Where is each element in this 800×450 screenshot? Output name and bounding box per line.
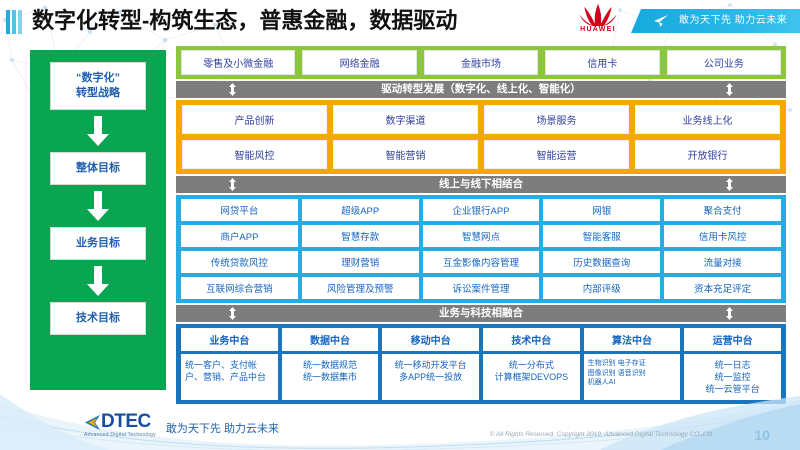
application-cell[interactable]: 企业银行APP <box>422 199 540 221</box>
down-arrow-icon-3 <box>87 266 109 296</box>
midend-column-body: 统一移动开发平台 多APP统一投放 <box>382 354 479 400</box>
midend-column-data[interactable]: 数据中台 统一数据规范 统一数据集市 <box>281 328 379 400</box>
up-down-arrow-icon <box>229 83 236 96</box>
application-cell[interactable]: 智能客服 <box>543 225 661 247</box>
paper-plane-icon <box>654 15 668 27</box>
up-down-arrow-icon <box>726 307 733 320</box>
capability-cell[interactable]: 智能运营 <box>484 140 629 169</box>
capability-cell[interactable]: 开放银行 <box>635 140 780 169</box>
huawei-wordmark: HUAWEI <box>580 26 616 33</box>
midend-column-title: 业务中台 <box>181 328 278 351</box>
divider-business-tech-integration: 业务与科技相融合 <box>176 305 786 322</box>
application-cell[interactable]: 风险管理及预警 <box>301 277 419 299</box>
application-cell[interactable]: 商户APP <box>181 225 298 247</box>
divider-label: 业务与科技相融合 <box>439 307 523 319</box>
midend-column-title: 数据中台 <box>281 328 379 351</box>
midend-column-title: 运营中台 <box>684 328 781 351</box>
midend-column-technology[interactable]: 技术中台 统一分布式 计算框架DEVOPS <box>482 328 580 400</box>
application-cell[interactable]: 聚合支付 <box>664 199 781 221</box>
strategy-item-technology-goal[interactable]: 技术目标 <box>50 302 146 335</box>
down-arrow-icon-1 <box>87 116 109 146</box>
capability-cell[interactable]: 场景服务 <box>484 105 629 134</box>
strategy-item-transformation-line1: “数字化” <box>76 72 120 84</box>
midend-column-title: 技术中台 <box>482 328 580 351</box>
capability-cell[interactable]: 智能营销 <box>333 140 478 169</box>
midend-column-algorithm[interactable]: 算法中台 生物识别 电子存证 图像识别 语音识别 机器人AI <box>583 328 681 400</box>
transformation-capabilities-band: 产品创新 数字渠道 场景服务 业务线上化 智能风控 智能营销 智能运营 开放银行 <box>176 100 786 174</box>
huawei-logo-icon <box>579 3 617 27</box>
up-down-arrow-icon <box>726 83 733 96</box>
business-line-cell[interactable]: 信用卡 <box>545 50 660 75</box>
business-line-cell[interactable]: 公司业务 <box>666 50 782 75</box>
copyright-text: © All Rights Reserved. Copyright 2019, A… <box>489 431 712 438</box>
page-number: 10 <box>754 427 770 443</box>
architecture-stack: 零售及小微金融 网络金融 金融市场 信用卡 公司业务 驱动转型发展（数字化、线上… <box>176 46 786 404</box>
divider-label: 驱动转型发展（数字化、线上化、智能化） <box>381 83 581 95</box>
application-cell[interactable]: 网银 <box>543 199 661 221</box>
application-cell[interactable]: 历史数据查询 <box>543 251 661 273</box>
midend-column-body: 生物识别 电子存证 图像识别 语音识别 机器人AI <box>583 354 681 400</box>
application-cell[interactable]: 流量对接 <box>664 251 781 273</box>
application-cell[interactable]: 超级APP <box>301 199 419 221</box>
capability-cell[interactable]: 智能风控 <box>182 140 327 169</box>
dtec-logo: DTEC Advanced Digital Technology <box>84 411 156 438</box>
strategy-column: “数字化” 转型战略 整体目标 业务目标 技术目标 <box>30 50 166 390</box>
application-cell[interactable]: 互联网综合营销 <box>181 277 298 299</box>
midend-column-body: 统一客户、支付帐户、营销、产品中台 <box>181 354 278 400</box>
huawei-ribbon: 敢为天下先 助力云未来 <box>631 9 800 33</box>
business-line-cell[interactable]: 金融市场 <box>423 50 539 75</box>
down-arrow-icon-2 <box>87 191 109 221</box>
capability-cell[interactable]: 产品创新 <box>182 105 327 134</box>
application-cell[interactable]: 资本充足评定 <box>664 277 781 299</box>
business-line-cell[interactable]: 零售及小微金融 <box>181 50 296 75</box>
midend-column-body: 统一分布式 计算框架DEVOPS <box>482 354 580 400</box>
applications-band: 网贷平台 超级APP 企业银行APP 网银 聚合支付 商户APP 智慧存款 智慧… <box>176 195 786 303</box>
strategy-item-transformation-line2: 转型战略 <box>76 87 120 99</box>
application-cell[interactable]: 内部评级 <box>543 277 661 299</box>
strategy-item-overall-goal[interactable]: 整体目标 <box>50 152 146 185</box>
business-line-cell[interactable]: 网络金融 <box>302 50 417 75</box>
application-cell[interactable]: 传统贷款风控 <box>181 251 298 273</box>
huawei-brand: HUAWEI <box>567 2 629 42</box>
page-title: 数字化转型-构筑生态，普惠金融，数据驱动 <box>32 8 458 33</box>
application-cell[interactable]: 智慧网点 <box>422 225 540 247</box>
capability-cell[interactable]: 业务线上化 <box>635 105 780 134</box>
application-cell[interactable]: 互金影像内容管理 <box>422 251 540 273</box>
dtec-tagline: Advanced Digital Technology <box>84 432 156 438</box>
capability-cell[interactable]: 数字渠道 <box>333 105 478 134</box>
up-down-arrow-icon <box>229 178 236 191</box>
divider-online-offline: 线上与线下相结合 <box>176 176 786 193</box>
midend-column-mobile[interactable]: 移动中台 统一移动开发平台 多APP统一投放 <box>382 328 479 400</box>
midend-platforms-band: 业务中台 统一客户、支付帐户、营销、产品中台 数据中台 统一数据规范 统一数据集… <box>176 324 786 404</box>
strategy-item-transformation[interactable]: “数字化” 转型战略 <box>50 62 146 110</box>
divider-drive-transformation: 驱动转型发展（数字化、线上化、智能化） <box>176 81 786 98</box>
dtec-slogan: 敢为天下先 助力云未来 <box>165 423 279 435</box>
midend-column-business[interactable]: 业务中台 统一客户、支付帐户、营销、产品中台 <box>181 328 278 400</box>
midend-column-operations[interactable]: 运营中台 统一日志 统一监控 统一云管平台 <box>684 328 781 400</box>
midend-column-body: 统一日志 统一监控 统一云管平台 <box>684 354 781 400</box>
up-down-arrow-icon <box>229 307 236 320</box>
title-accent-bars <box>6 10 28 34</box>
application-cell[interactable]: 信用卡风控 <box>664 225 781 247</box>
midend-column-title: 移动中台 <box>382 328 479 351</box>
application-cell[interactable]: 理财营销 <box>301 251 419 273</box>
midend-column-body: 统一数据规范 统一数据集市 <box>281 354 379 400</box>
business-lines-band: 零售及小微金融 网络金融 金融市场 信用卡 公司业务 <box>176 46 786 79</box>
dtec-branding: DTEC Advanced Digital Technology 敢为天下先 助… <box>84 411 279 438</box>
huawei-ribbon-text: 敢为天下先 助力云未来 <box>679 15 788 26</box>
strategy-item-business-goal[interactable]: 业务目标 <box>50 227 146 260</box>
footer-wave-decoration <box>0 394 800 450</box>
slide-header: 数字化转型-构筑生态，普惠金融，数据驱动 HUAWEI 敢为天下先 助力云未来 <box>0 0 800 44</box>
application-cell[interactable]: 网贷平台 <box>181 199 298 221</box>
midend-column-title: 算法中台 <box>583 328 681 351</box>
up-down-arrow-icon <box>726 178 733 191</box>
divider-label: 线上与线下相结合 <box>439 178 523 190</box>
slide-footer: DTEC Advanced Digital Technology 敢为天下先 助… <box>0 394 800 450</box>
application-cell[interactable]: 诉讼案件管理 <box>422 277 540 299</box>
dtec-triangle-icon <box>85 414 100 430</box>
application-cell[interactable]: 智慧存款 <box>301 225 419 247</box>
dtec-wordmark: DTEC <box>101 411 151 432</box>
